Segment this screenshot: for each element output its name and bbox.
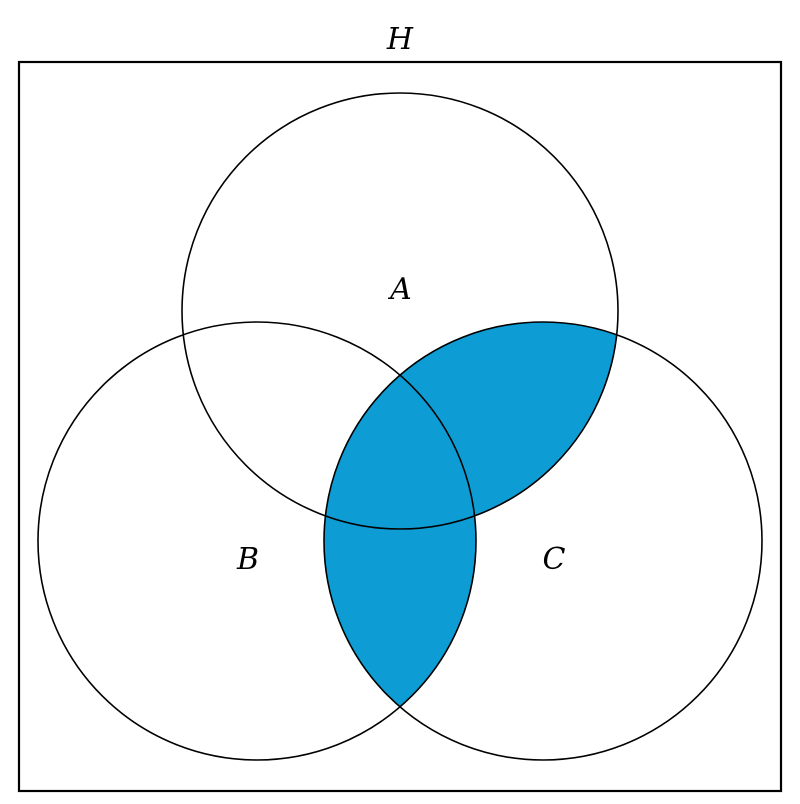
universe-label-h: H xyxy=(386,22,414,57)
set-label-c: C xyxy=(543,542,566,577)
shaded-part-a-intersect-c xyxy=(324,322,618,529)
set-circle-b xyxy=(37,321,477,761)
set-circle-a xyxy=(181,92,619,530)
shaded-region-c-and-a-or-b xyxy=(324,322,618,760)
set-circle-c xyxy=(323,321,763,761)
set-label-a: A xyxy=(387,272,412,307)
shaded-part-b-intersect-c xyxy=(324,322,476,760)
set-label-b: B xyxy=(236,542,259,577)
